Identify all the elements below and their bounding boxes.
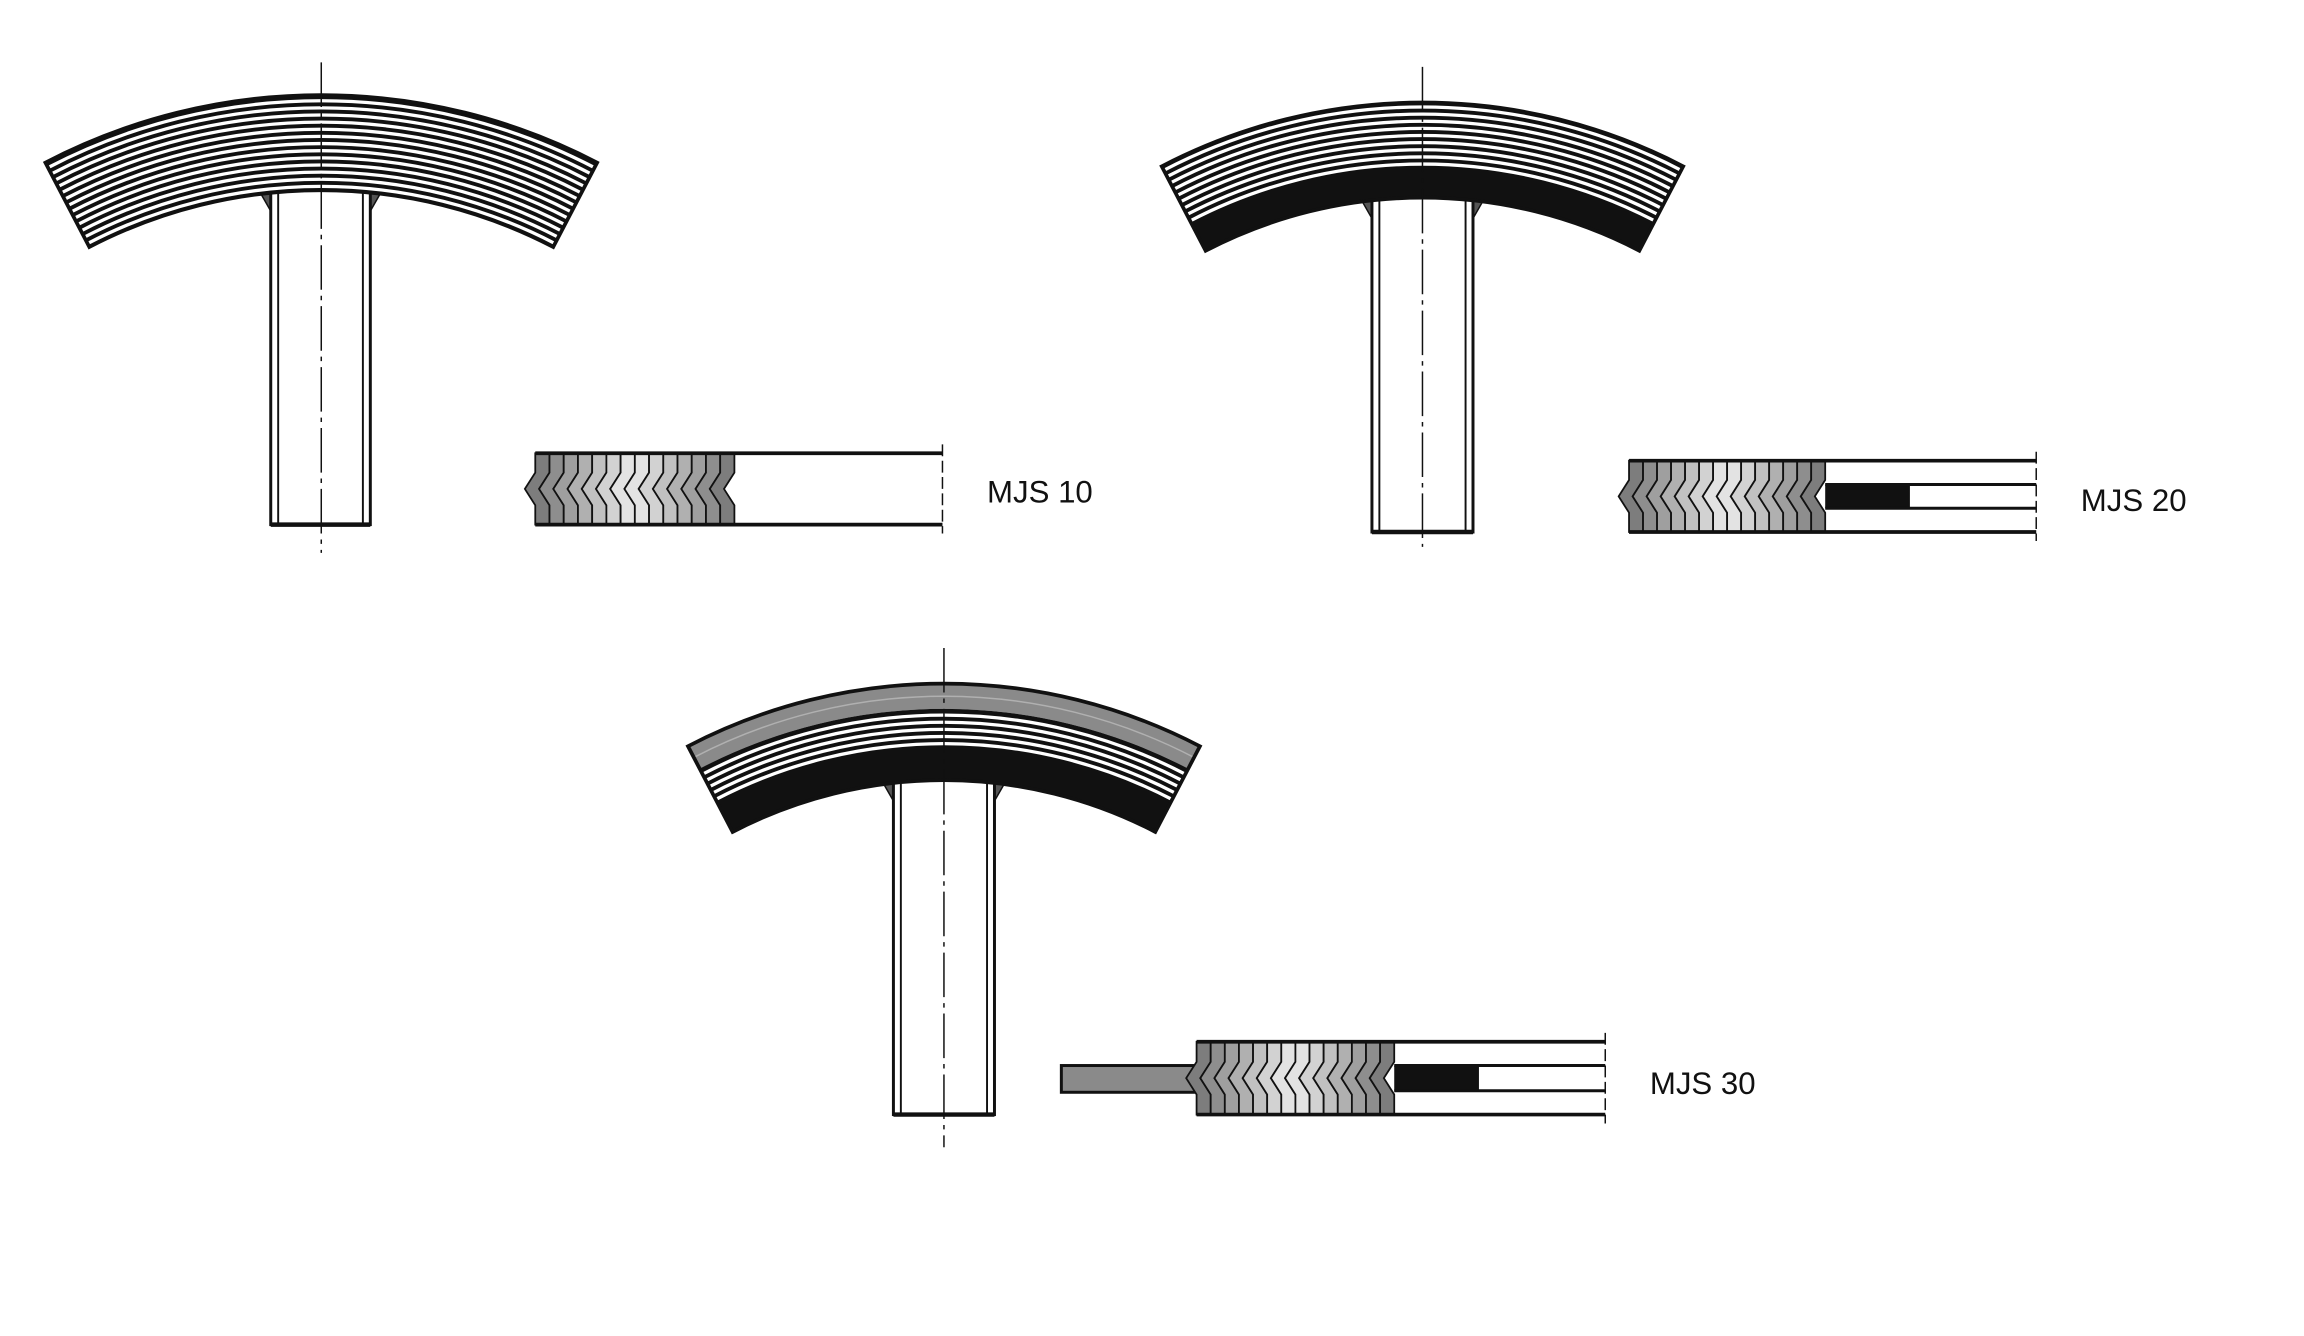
- inner-ring-filler: [1394, 1065, 1479, 1091]
- diagram-mjs-30: [685, 647, 1607, 1148]
- label-mjs-30: MJS 30: [1650, 1066, 1756, 1101]
- diagram-mjs-20: [1159, 66, 2037, 547]
- outer-centering-ring: [1059, 1064, 1205, 1094]
- label-mjs-20: MJS 20: [2081, 483, 2187, 518]
- ring-outline: [1159, 100, 1686, 254]
- outer-ring-shade: [693, 695, 1195, 759]
- label-mjs-10: MJS 10: [987, 474, 1093, 509]
- filler-layer: [716, 746, 1172, 832]
- winding-gap: [1166, 112, 1679, 179]
- ring-outline: [42, 93, 600, 250]
- filler-layer: [1191, 166, 1654, 251]
- winding-gap: [83, 177, 560, 239]
- diagram-mjs-10: [42, 62, 944, 553]
- winding-gap: [57, 120, 586, 189]
- ring-outline: [685, 681, 1203, 835]
- outer-ring-layer: [687, 683, 1200, 769]
- winding-layer: [699, 708, 1189, 803]
- inner-ring-filler: [1825, 484, 1910, 509]
- winding-gap: [80, 170, 563, 233]
- winding-gap: [50, 106, 592, 176]
